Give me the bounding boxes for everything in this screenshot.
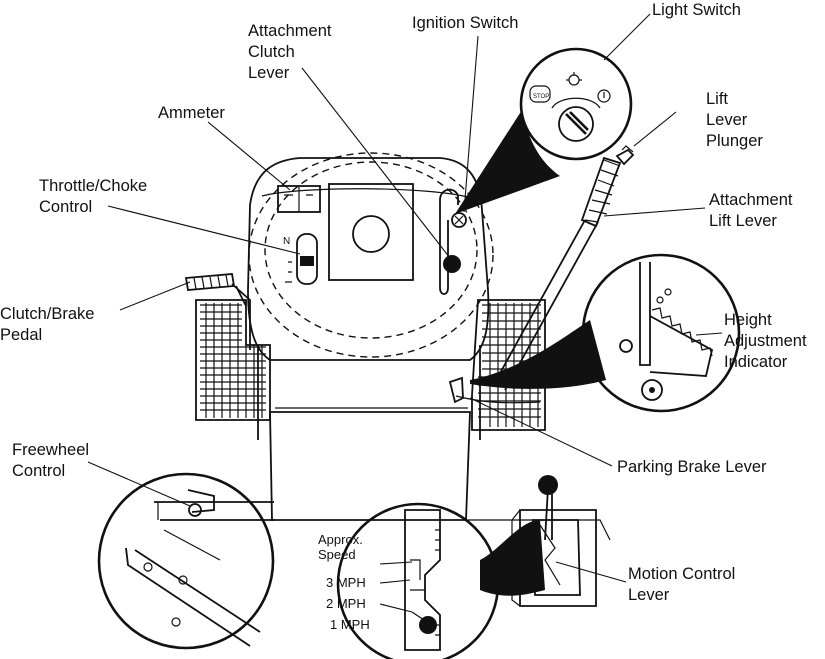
left-floor-grating bbox=[195, 299, 271, 421]
freewheel-callout bbox=[97, 472, 275, 650]
light-switch-callout: STOP bbox=[455, 47, 633, 214]
stop-marking: STOP bbox=[533, 94, 549, 100]
label-light-switch: Light Switch bbox=[652, 1, 741, 19]
throttle-choke-lever: N bbox=[283, 233, 318, 285]
speed-heading: Approx. Speed bbox=[318, 532, 363, 562]
label-clutch-brake-pedal: Clutch/Brake Pedal bbox=[0, 305, 95, 344]
attachment-clutch-slot bbox=[439, 188, 467, 295]
label-throttle-choke-control: Throttle/Choke Control bbox=[39, 177, 148, 216]
steering-wheel-outline bbox=[248, 152, 494, 358]
speed-2mph: 2 MPH bbox=[326, 596, 366, 611]
speed-3mph: 3 MPH bbox=[326, 575, 366, 590]
center-panel bbox=[328, 183, 414, 281]
motion-control-assembly bbox=[465, 475, 611, 607]
label-ammeter: Ammeter bbox=[158, 104, 225, 122]
leader-lines bbox=[87, 13, 723, 613]
attachment-lift-lever bbox=[493, 145, 635, 391]
height-indicator-callout bbox=[470, 253, 741, 413]
label-attachment-clutch-lever: Attachment Clutch Lever bbox=[248, 22, 332, 82]
speed-gate-callout bbox=[336, 502, 545, 659]
label-freewheel-control: Freewheel Control bbox=[12, 441, 90, 480]
label-ignition-switch: Ignition Switch bbox=[412, 14, 519, 32]
label-motion-control-lever: Motion Control Lever bbox=[628, 565, 736, 604]
clutch-brake-pedal bbox=[184, 273, 251, 350]
ammeter-gauge bbox=[277, 185, 321, 213]
label-height-adjustment-indicator: Height Adjustment Indicator bbox=[724, 311, 807, 371]
throttle-n-marking: N bbox=[283, 236, 290, 247]
parking-brake-lever-shape bbox=[448, 376, 541, 404]
label-lift-lever-plunger: Lift Lever Plunger bbox=[706, 90, 763, 150]
speed-1mph: 1 MPH bbox=[330, 617, 370, 632]
label-parking-brake-lever: Parking Brake Lever bbox=[617, 458, 767, 476]
label-attachment-lift-lever: Attachment Lift Lever bbox=[709, 191, 793, 230]
